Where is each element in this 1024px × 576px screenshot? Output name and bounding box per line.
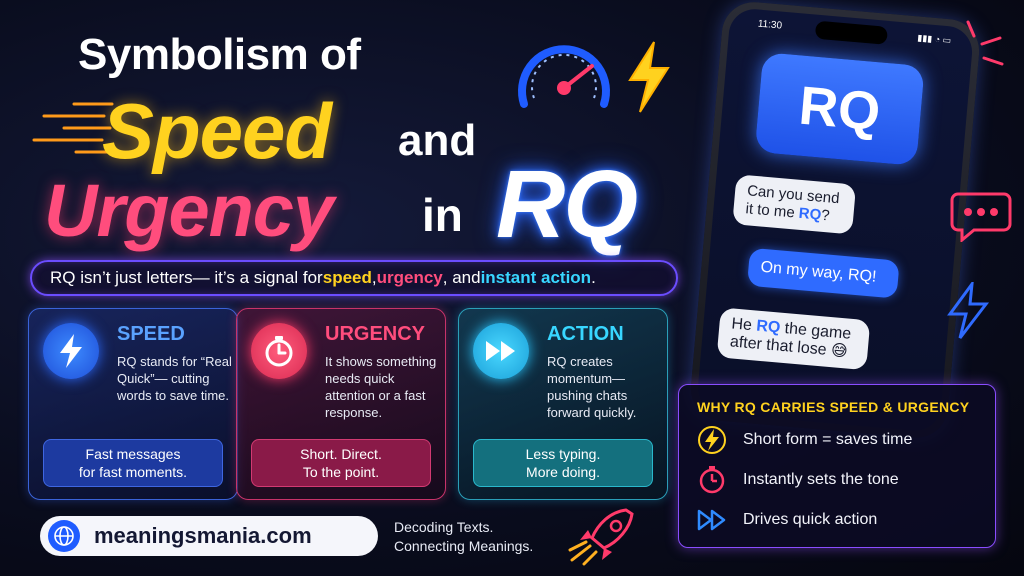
fast-forward-icon <box>695 505 729 535</box>
title-speed: Speed <box>102 87 332 175</box>
card-heading: SPEED <box>117 323 185 345</box>
signal-post: . <box>591 268 596 287</box>
why-item: Instantly sets the tone <box>695 465 899 495</box>
card-callout-line-1: Less typing. <box>525 446 601 462</box>
signal-comma: , <box>371 268 377 287</box>
why-item-text: Instantly sets the tone <box>743 471 899 488</box>
tagline-line-1: Decoding Texts. <box>394 519 494 535</box>
speed-card: SPEED RQ stands for “Real Quick”— cuttin… <box>28 308 238 500</box>
fast-forward-icon <box>473 323 529 379</box>
phone-notch <box>814 20 889 45</box>
status-time: 11:30 <box>757 18 783 32</box>
signal-urgency: urgency <box>376 268 443 287</box>
why-title: WHY RQ CARRIES SPEED & URGENCY <box>697 399 970 415</box>
status-icons: ▮▮▮ ◔ ▭ <box>916 32 952 46</box>
title-rq: RQ <box>496 151 638 258</box>
signal-banner: RQ isn’t just letters— it’s a signal for… <box>30 260 678 296</box>
speed-lines-decoration <box>32 102 114 154</box>
stopwatch-icon <box>251 323 307 379</box>
sparkle-decoration <box>966 20 1004 66</box>
title-urgency: Urgency <box>44 169 334 252</box>
card-callout: Fast messages for fast moments. <box>43 439 223 487</box>
stopwatch-icon <box>695 465 729 495</box>
card-callout-line-2: for fast moments. <box>78 464 188 480</box>
chat-message-sent: On my way, RQ! <box>746 247 900 299</box>
tagline: Decoding Texts. Connecting Meanings. <box>394 518 533 556</box>
signal-speed: speed <box>322 268 372 287</box>
action-card: ACTION RQ creates momentum— pushing chat… <box>458 308 668 500</box>
signal-instant-action: instant action <box>480 268 592 287</box>
chat-dots-icon <box>950 192 1012 242</box>
speedometer-icon <box>518 45 610 108</box>
card-heading: URGENCY <box>325 323 426 345</box>
lightning-icon <box>695 425 729 455</box>
phone-mockup: 11:30 ▮▮▮ ◔ ▭ RQ Can you send it to me R… <box>688 0 982 441</box>
title-and: and <box>398 116 477 165</box>
phone-screen: 11:30 ▮▮▮ ◔ ▭ RQ Can you send it to me R… <box>695 7 975 433</box>
lightning-outline-icon <box>947 282 990 339</box>
rq-bubble: RQ <box>754 52 925 166</box>
msg-rq: RQ <box>755 317 782 337</box>
website-link[interactable]: meaningsmania.com <box>40 516 378 556</box>
card-callout-line-2: More doing. <box>526 464 600 480</box>
why-item: Drives quick action <box>695 505 877 535</box>
card-heading: ACTION <box>547 323 624 345</box>
why-item-text: Drives quick action <box>743 511 878 528</box>
why-item-text: Short form = saves time <box>743 431 913 448</box>
signal-and: , and <box>442 268 481 287</box>
card-callout: Less typing. More doing. <box>473 439 653 487</box>
urgency-card: URGENCY It shows something needs quick a… <box>236 308 446 500</box>
chat-message: Can you send it to me RQ? <box>732 174 857 235</box>
card-description: It shows something needs quick attention… <box>325 354 437 420</box>
signal-text-pre: RQ isn’t just letters— it’s a signal for <box>50 268 323 287</box>
tagline-line-2: Connecting Meanings. <box>394 538 534 554</box>
card-callout-line-1: Short. Direct. <box>300 446 382 462</box>
card-callout-line-1: Fast messages <box>85 446 181 462</box>
card-callout: Short. Direct. To the point. <box>251 439 431 487</box>
why-rq-box: WHY RQ CARRIES SPEED & URGENCY Short for… <box>678 384 996 548</box>
title-in: in <box>422 189 463 241</box>
lightning-icon <box>628 41 670 113</box>
msg-text: He <box>730 315 758 335</box>
lightning-icon <box>43 323 99 379</box>
why-item: Short form = saves time <box>695 425 912 455</box>
card-description: RQ stands for “Real Quick”— cutting word… <box>117 354 232 403</box>
msg-rq: RQ <box>798 204 822 224</box>
title-line-1: Symbolism of <box>78 30 361 79</box>
card-callout-line-2: To the point. <box>302 464 380 480</box>
card-description: RQ creates momentum— pushing chats forwa… <box>547 354 637 420</box>
globe-icon <box>48 520 80 552</box>
msg-text: ? <box>820 206 831 225</box>
website-url: meaningsmania.com <box>94 523 312 548</box>
rocket-icon <box>568 508 634 566</box>
chat-message: He RQ the game after that lose 😅 <box>716 307 871 371</box>
